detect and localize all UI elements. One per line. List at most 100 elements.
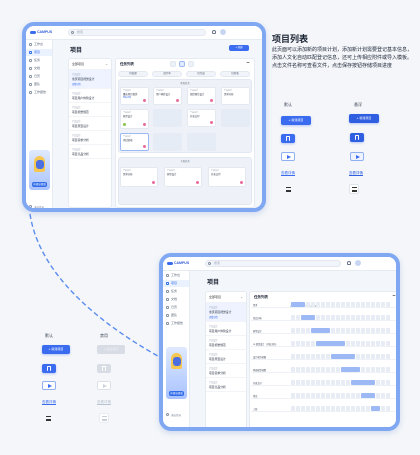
gantt-bar[interactable] — [311, 328, 330, 333]
project-list-header[interactable]: 全部项目⌄ — [206, 292, 246, 303]
sidebar-item-reports[interactable]: 工作报告 — [163, 320, 189, 327]
play-button[interactable] — [42, 381, 56, 390]
save-button[interactable] — [42, 364, 56, 373]
sidebar-item-team[interactable]: 团队 — [163, 312, 189, 319]
gantt-bar[interactable] — [291, 302, 305, 307]
sidebar-item-team[interactable]: 团队 — [26, 81, 52, 88]
sidebar-item-dashboard[interactable]: 工作台 — [26, 41, 52, 48]
logout-link[interactable]: 退出登录 — [166, 413, 181, 417]
view-details-link[interactable]: 查看详情 — [42, 400, 56, 404]
gantt-row[interactable]: 竞品分析 — [251, 314, 396, 321]
gantt-row[interactable]: 测试 — [251, 392, 396, 399]
gantt-bar[interactable] — [331, 354, 355, 359]
list-item[interactable]: 产品设计项目竞品分析 — [206, 378, 246, 392]
task-card[interactable]: 产品设计需求分析 — [120, 167, 158, 187]
sidebar-item-tasks[interactable]: 任务 — [163, 288, 189, 295]
gantt-cell — [386, 302, 390, 307]
gantt-row[interactable]: 上线 — [251, 405, 396, 412]
task-card[interactable]: 产品设计用户体验设计 — [153, 87, 182, 105]
menu-icon-hover[interactable] — [349, 184, 359, 194]
logout-link[interactable]: 退出登录 — [29, 205, 44, 208]
task-card[interactable]: 产品设计开发交付 — [208, 167, 246, 187]
view-details-link-hover[interactable]: 查看详情 — [349, 171, 363, 175]
filter-icon[interactable] — [246, 62, 250, 66]
sidebar-item-docs[interactable]: 文档 — [26, 65, 52, 72]
gantt-row-label: 开发交付 — [253, 383, 262, 385]
gantt-bar[interactable] — [361, 393, 375, 398]
sidebar-item-calendar[interactable]: 日历 — [163, 304, 189, 311]
gantt-cell — [326, 367, 330, 372]
gantt-row[interactable]: 原型设计 — [251, 327, 396, 334]
sidebar-item-calendar[interactable]: 日历 — [26, 73, 52, 80]
gantt-cell — [381, 406, 385, 411]
gantt-row[interactable]: 界面视觉调整 — [251, 366, 396, 373]
gantt-row-label: 测试 — [253, 396, 258, 398]
play-button-hover[interactable] — [350, 152, 364, 161]
view-details-link[interactable]: 查看详情 — [281, 171, 295, 175]
project-list-header[interactable]: 全部项目⌄ — [69, 59, 111, 70]
gantt-bar[interactable] — [371, 406, 380, 411]
gantt-view-icon[interactable] — [188, 61, 194, 67]
assignee-avatar — [240, 181, 243, 184]
save-button[interactable] — [281, 134, 295, 143]
list-item[interactable]: 产品设计项目原型设计 — [69, 117, 111, 131]
task-card[interactable]: 产品设计重庆项目视觉查看详情 — [120, 87, 149, 105]
gantt-row[interactable]: UI 视觉设计（开发文档） — [251, 340, 396, 347]
gantt-bar[interactable] — [341, 367, 360, 372]
gantt-bar[interactable] — [301, 315, 315, 320]
sidebar-item-reports[interactable]: 工作报告 — [26, 89, 52, 96]
sidebar-item-projects[interactable]: 项目 — [26, 49, 52, 56]
new-button[interactable]: + 新建 — [229, 45, 249, 51]
gantt-row[interactable]: 需求 — [251, 301, 396, 308]
bell-icon[interactable] — [347, 261, 351, 265]
gantt-row[interactable]: 设计规范初稿 — [251, 353, 396, 360]
bell-icon[interactable] — [212, 30, 216, 34]
search-input[interactable]: 搜索 — [205, 260, 341, 267]
sidebar-item-projects[interactable]: 项目 — [163, 280, 189, 287]
list-item[interactable]: 产品设计项目原型设计 — [206, 350, 246, 364]
task-card[interactable]: 产品设计原型设计 — [120, 109, 149, 129]
sidebar-item-dashboard[interactable]: 工作台 — [163, 272, 189, 279]
list-item[interactable]: 产品设计项目需求分析 — [206, 364, 246, 378]
sidebar-item-tasks[interactable]: 任务 — [26, 57, 52, 64]
new-plan-button[interactable]: +新建项目 — [42, 345, 70, 354]
gantt-cell — [321, 367, 325, 372]
play-button[interactable] — [281, 152, 295, 161]
sidebar-item-docs[interactable]: 文档 — [163, 296, 189, 303]
gantt-cell — [291, 406, 295, 411]
filter-icon[interactable] — [392, 295, 396, 299]
list-item[interactable]: 产品设计项目视觉规范 — [69, 103, 111, 117]
list-item[interactable]: 产品设计项目用户体验设计 — [69, 89, 111, 103]
avatar[interactable] — [220, 29, 226, 35]
task-card[interactable]: 产品设计需求分析 — [221, 87, 250, 105]
list-item[interactable]: 产品设计重庆项目视觉设计查看详情 — [206, 303, 246, 322]
task-card-dragging[interactable]: 产品设计测试验收 — [120, 133, 149, 151]
gantt-cell — [331, 380, 335, 385]
list-item[interactable]: 产品设计项目用户体验设计 — [206, 322, 246, 336]
gantt-row-label: 需求 — [253, 305, 258, 307]
list-item[interactable]: 产品设计项目视觉规范 — [206, 336, 246, 350]
list-item[interactable]: 产品设计项目需求分析 — [69, 131, 111, 145]
upgrade-button[interactable]: 升级高级版 — [32, 182, 47, 187]
task-card[interactable]: 产品设计视觉规范设计 — [187, 87, 216, 105]
search-input[interactable]: 搜索 — [68, 29, 206, 36]
menu-icon[interactable] — [286, 187, 291, 192]
upgrade-button[interactable]: 升级高级版 — [169, 391, 184, 396]
menu-icon[interactable] — [46, 416, 51, 421]
task-card[interactable]: 产品设计原型设计 — [164, 167, 202, 187]
gantt-bar[interactable] — [316, 341, 345, 346]
gantt-row[interactable]: 开发交付 — [251, 379, 396, 386]
gantt-bar[interactable] — [351, 380, 375, 385]
gantt-cell — [366, 406, 370, 411]
search-icon — [208, 262, 211, 265]
list-item[interactable]: 产品设计重庆项目视觉设计查看详情 — [69, 70, 111, 89]
new-plan-button-hover[interactable]: +新建项目 — [349, 114, 379, 123]
board-view-icon[interactable] — [179, 61, 185, 67]
save-button-hover[interactable] — [350, 133, 364, 142]
gantt-cell — [341, 302, 345, 307]
avatar[interactable] — [355, 260, 361, 266]
task-card[interactable]: 产品设计开发交付 — [187, 109, 216, 127]
list-view-icon[interactable] — [170, 61, 176, 67]
new-plan-button[interactable]: +新建项目 — [281, 116, 311, 125]
list-item[interactable]: 产品设计项目竞品分析 — [69, 145, 111, 159]
